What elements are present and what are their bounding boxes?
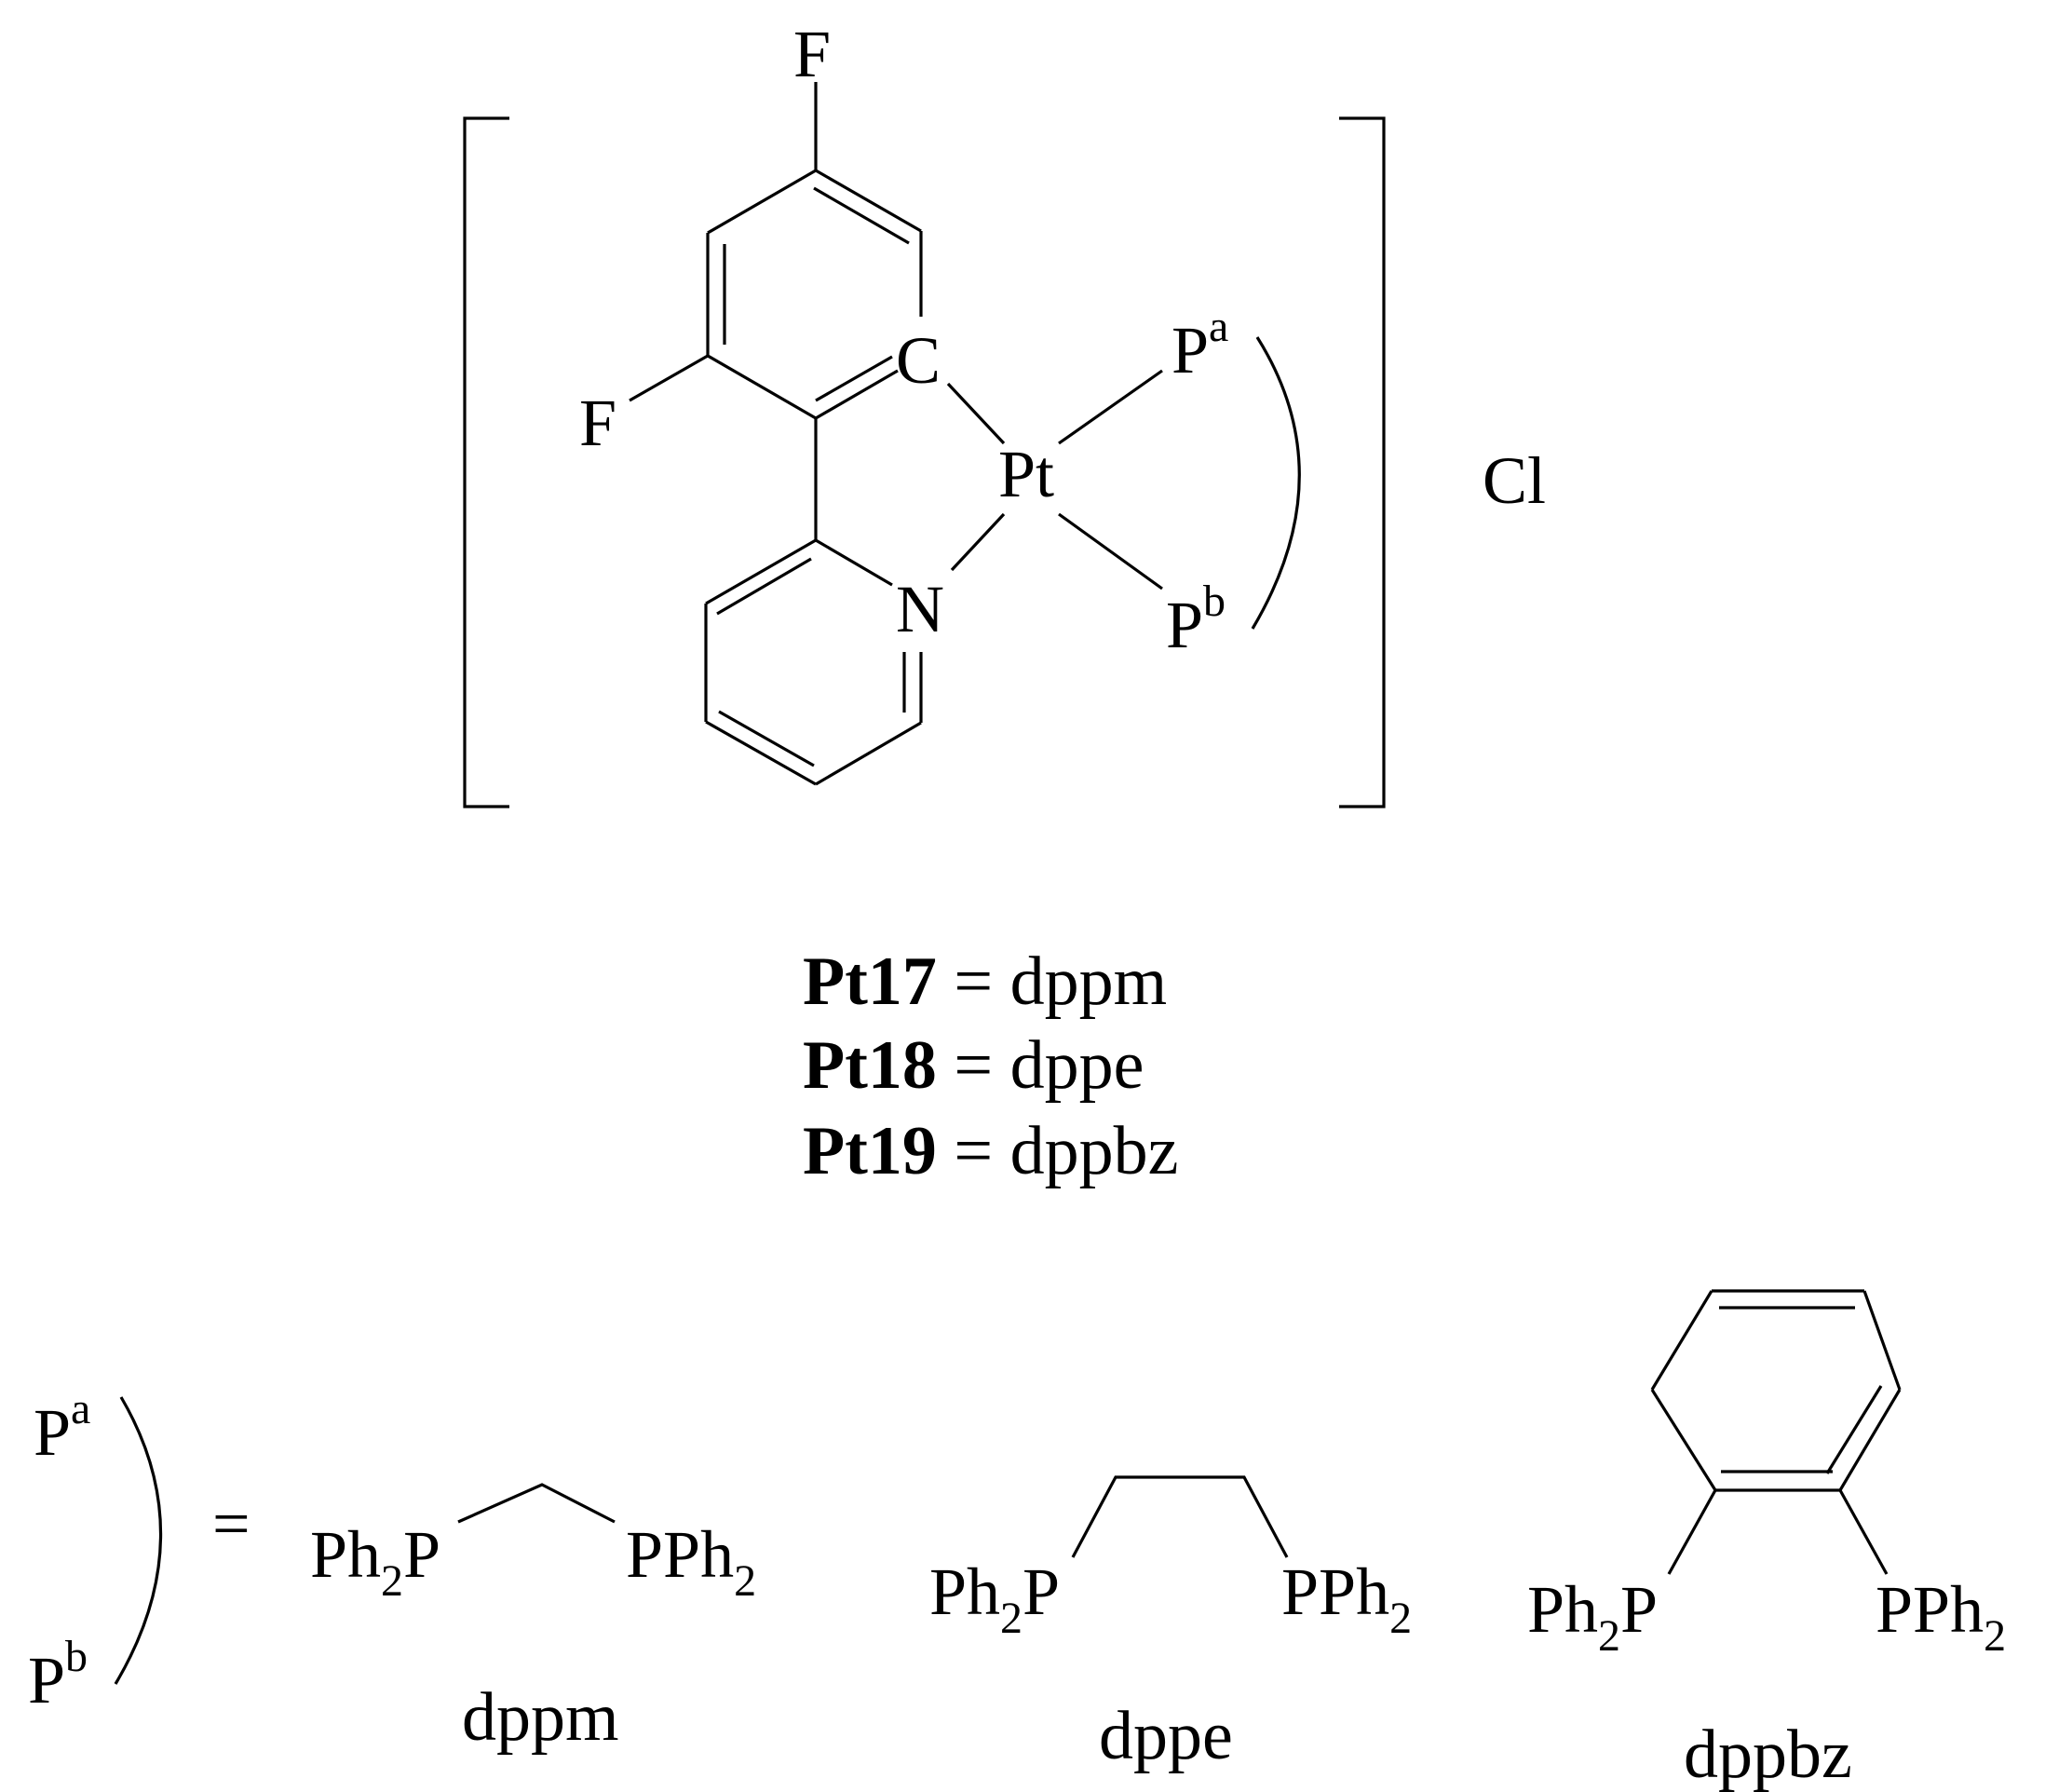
dppe-name: dppe <box>1099 1698 1233 1774</box>
dppbz-ph2p: Ph2P <box>1527 1572 1658 1661</box>
bond-pt-pa <box>1058 369 1163 445</box>
compound-pt17: Pt17 = dppm <box>803 944 1167 1020</box>
bond-pt-pb <box>1058 512 1163 591</box>
difluorophenyl-ring <box>706 169 923 420</box>
legend-equals: = <box>212 1487 251 1561</box>
dppbz-name: dppbz <box>1684 1717 1852 1792</box>
atom-f-top: F <box>793 17 831 91</box>
compound-pt19: Pt19 = dppbz <box>803 1113 1178 1189</box>
atom-c: C <box>896 323 941 398</box>
atom-n: N <box>896 572 944 646</box>
dppm-ph2p: Ph2P <box>310 1517 440 1606</box>
counter-ion: Cl <box>1483 443 1546 518</box>
atom-pt: Pt <box>998 437 1054 511</box>
legend-chelate-arc <box>114 1396 163 1685</box>
pyridine-ring <box>704 538 923 786</box>
dppm-name: dppm <box>462 1679 619 1756</box>
bond-c-pt <box>946 382 1006 445</box>
chelate-arc <box>1251 336 1301 630</box>
atom-p-b: Pb <box>1166 577 1226 662</box>
dppm-pph2: PPh2 <box>626 1517 756 1606</box>
legend-p-a: Pa <box>34 1384 90 1470</box>
ligand-dppe: Ph2P PPh2 dppe <box>929 1475 1412 1774</box>
compound-pt18: Pt18 = dppe <box>803 1027 1144 1104</box>
dppe-ph2p: Ph2P <box>929 1554 1060 1643</box>
atom-f-left: F <box>579 386 616 460</box>
right-bracket <box>1339 116 1386 808</box>
dppbz-pph2: PPh2 <box>1876 1572 2006 1661</box>
atom-p-a: Pa <box>1171 302 1228 387</box>
ligand-dppm: Ph2P PPh2 dppm <box>310 1483 756 1756</box>
bond-c-f-left <box>629 354 709 402</box>
ligand-dppbz: Ph2P PPh2 dppbz <box>1527 1289 2006 1792</box>
legend-p-b: Pb <box>28 1632 88 1717</box>
bond-n-pt <box>950 512 1006 572</box>
left-bracket <box>463 116 509 808</box>
dppe-pph2: PPh2 <box>1281 1554 1412 1643</box>
compound-list: Pt17 = dppm Pt18 = dppe Pt19 = dppbz <box>803 944 1178 1189</box>
